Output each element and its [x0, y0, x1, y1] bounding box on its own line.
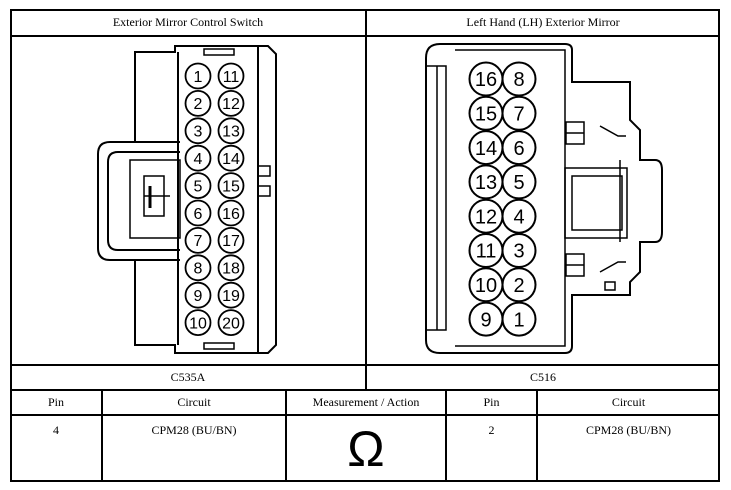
pin-1-label: 1 [513, 309, 524, 331]
pin-19-label: 19 [222, 288, 240, 305]
pin-2-label: 2 [513, 275, 524, 297]
header-measurement: Measurement / Action [312, 395, 420, 409]
pin-9-label: 9 [194, 288, 203, 305]
pin-15-label: 15 [222, 178, 240, 195]
header-pin: Pin [47, 395, 64, 409]
pin-1-circle [501, 301, 537, 337]
pin-10-label: 10 [475, 275, 497, 297]
pin-11-label: 11 [476, 241, 497, 263]
pin-8-circle [184, 254, 212, 282]
pin-3-circle [501, 233, 537, 268]
pin-13-label: 13 [475, 172, 497, 194]
pin-16-label: 16 [222, 206, 240, 223]
ohm-meter-icon: Ω [347, 421, 385, 477]
pin-7-circle [501, 95, 537, 131]
header-circuit: Circuit [611, 395, 646, 409]
pin-6-label: 6 [194, 206, 203, 223]
pin-13-label: 13 [222, 124, 240, 141]
pin-9-label: 9 [480, 309, 491, 331]
table-cell-pin-a: 4 [53, 423, 59, 437]
pin-3-label: 3 [194, 124, 203, 141]
pin-18-circle [217, 254, 245, 282]
pin-16-label: 16 [475, 69, 497, 91]
pin-8-circle [501, 61, 537, 97]
pin-12-label: 12 [222, 96, 240, 113]
pin-15-label: 15 [475, 104, 497, 126]
pin-1-label: 1 [194, 69, 203, 86]
pin-6-label: 6 [513, 138, 524, 160]
pin-19-circle [217, 281, 245, 309]
pin-1-circle [184, 62, 212, 90]
pin-12-label: 12 [475, 206, 497, 228]
divider [536, 389, 538, 482]
pin-7-circle [184, 226, 212, 254]
connector-title-mirror: Left Hand (LH) Exterior Mirror [466, 15, 620, 29]
connector-label-c535a: C535A [170, 370, 206, 384]
pin-10-circle [184, 309, 212, 337]
divider [365, 9, 367, 390]
pin-16-circle [217, 199, 245, 227]
pin-4-label: 4 [194, 151, 203, 168]
connector-title-switch: Exterior Mirror Control Switch [112, 15, 264, 29]
pin-18-label: 18 [222, 261, 240, 278]
connector-label-c516: C516 [529, 370, 556, 384]
pin-3-circle [184, 117, 212, 145]
pin-9-circle [184, 281, 212, 309]
pin-17-label: 17 [222, 233, 240, 250]
pin-4-circle [184, 144, 212, 172]
pin-4-circle [501, 198, 537, 234]
pin-7-label: 7 [513, 104, 524, 126]
pin-15-circle [217, 172, 245, 200]
header-pin: Pin [483, 395, 500, 409]
table-cell-circuit-b: CPM28 (BU/BN) [585, 423, 671, 437]
divider [10, 389, 720, 391]
pin-14-label: 14 [475, 138, 497, 160]
pin-7-label: 7 [194, 233, 203, 250]
pin-8-label: 8 [194, 261, 203, 278]
divider [285, 389, 287, 482]
pin-6-circle [184, 199, 212, 227]
pin-11-circle [217, 62, 245, 90]
pin-6-circle [501, 130, 537, 166]
pin-8-label: 8 [513, 69, 524, 91]
pin-20-label: 20 [222, 315, 240, 332]
table-cell-pin-b: 2 [488, 423, 495, 437]
divider [101, 389, 103, 482]
pin-2-label: 2 [194, 96, 203, 113]
pin-13-circle [217, 117, 245, 145]
pin-5-circle [501, 164, 537, 200]
divider [445, 389, 447, 482]
pin-4-label: 4 [513, 206, 524, 228]
pin-11-label: 11 [223, 69, 240, 86]
header-circuit: Circuit [177, 395, 211, 409]
pin-14-circle [217, 144, 245, 172]
pin-3-label: 3 [513, 241, 524, 263]
pin-12-circle [217, 90, 245, 117]
pin-5-label: 5 [513, 172, 524, 194]
pin-2-circle [501, 267, 537, 303]
divider [10, 414, 720, 416]
pin-17-circle [217, 226, 245, 254]
pin-2-circle [184, 90, 212, 117]
pin-10-label: 10 [189, 315, 207, 332]
table-cell-circuit-a: CPM28 (BU/BN) [151, 423, 237, 437]
pin-5-circle [184, 172, 212, 200]
pin-5-label: 5 [194, 178, 203, 195]
pin-14-label: 14 [222, 151, 240, 168]
pin-20-circle [217, 309, 245, 337]
